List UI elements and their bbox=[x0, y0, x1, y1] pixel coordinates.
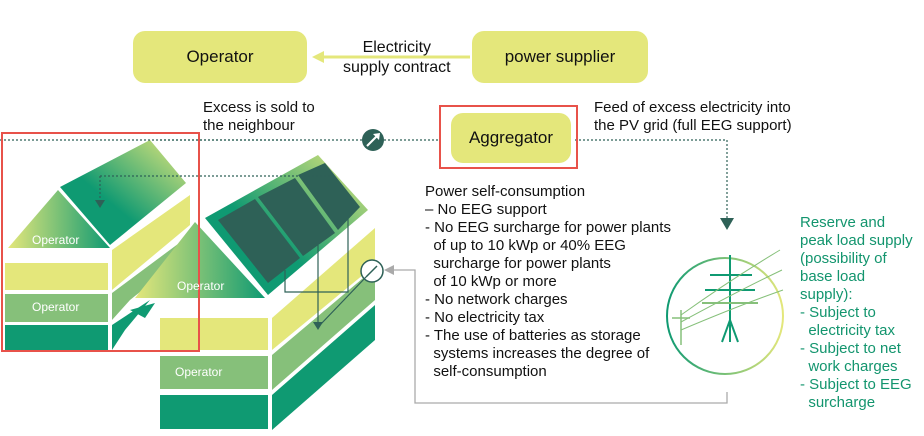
arrow-down-grid bbox=[720, 218, 734, 230]
left-building bbox=[5, 140, 190, 352]
grid-supply-line: Reserve and bbox=[800, 214, 886, 231]
grid-supply-line: work charges bbox=[800, 358, 898, 375]
feed-label: Feed of excess electricity into the PV g… bbox=[594, 99, 792, 135]
grid-supply-line: supply): bbox=[800, 286, 853, 303]
right-building bbox=[135, 155, 375, 430]
self-consumption-title: Power self-consumption bbox=[425, 183, 586, 200]
aggregator-box: Aggregator bbox=[451, 113, 571, 163]
grid-supply-line: surcharge bbox=[800, 394, 876, 411]
solar-panels bbox=[218, 163, 360, 283]
self-consumption-item: - No EEG surcharge for power plants bbox=[425, 219, 671, 236]
grid-supply-line: peak load supply bbox=[800, 232, 913, 249]
operator-box: Operator bbox=[133, 31, 307, 83]
dotted-flows bbox=[0, 139, 728, 220]
feed-line-2: the PV grid (full EEG support) bbox=[594, 117, 792, 134]
contract-label: Electricity supply contract bbox=[343, 38, 451, 78]
power-pylon-circle bbox=[666, 249, 784, 375]
self-consumption-item: – No EEG support bbox=[425, 201, 547, 218]
grid-supply-line: electricity tax bbox=[800, 322, 896, 339]
self-consumption-item: systems increases the degree of bbox=[425, 345, 650, 362]
self-consumption-list: – No EEG support - No EEG surcharge for … bbox=[425, 201, 671, 381]
self-consumption-item: - No network charges bbox=[425, 291, 568, 308]
meter-icon-top bbox=[362, 129, 384, 151]
right-floor-operator-label: Operator bbox=[175, 365, 223, 379]
self-consumption-item: - The use of batteries as storage bbox=[425, 327, 641, 344]
grid-supply-line: - Subject to EEG bbox=[800, 376, 912, 393]
feed-line-1: Feed of excess electricity into bbox=[594, 99, 791, 116]
grid-return-line bbox=[390, 269, 728, 404]
left-building-highlight bbox=[1, 132, 200, 352]
grid-supply-line: - Subject to net bbox=[800, 340, 901, 357]
left-floor-operator-label: Operator bbox=[32, 300, 80, 314]
panel-wires bbox=[284, 219, 349, 325]
power-supplier-box: power supplier bbox=[472, 31, 648, 83]
contract-line-1: Electricity bbox=[362, 39, 432, 56]
neighbour-line-1: Excess is sold to bbox=[203, 99, 315, 116]
self-consumption-item: surcharge for power plants bbox=[425, 255, 611, 272]
self-consumption-item: self-consumption bbox=[425, 363, 547, 380]
arrow-down-roof bbox=[95, 200, 105, 208]
self-consumption-item: of up to 10 kWp or 40% EEG bbox=[425, 237, 626, 254]
self-consumption-item: of 10 kWp or more bbox=[425, 273, 557, 290]
neighbour-line-2: the neighbour bbox=[203, 117, 295, 134]
self-consumption-item: - No electricity tax bbox=[425, 309, 545, 326]
aggregator-label: Aggregator bbox=[468, 128, 554, 147]
grid-supply-line: base load bbox=[800, 268, 866, 285]
operator-label: Operator bbox=[186, 47, 254, 66]
contract-line-2: supply contract bbox=[343, 59, 451, 76]
power-supplier-label: power supplier bbox=[504, 47, 616, 66]
right-roof-operator-label: Operator bbox=[177, 279, 225, 293]
neighbour-label: Excess is sold to the neighbour bbox=[203, 99, 315, 135]
aggregator-highlight bbox=[439, 105, 578, 169]
grid-supply-line: - Subject to bbox=[800, 304, 876, 321]
meter-icon-bottom bbox=[319, 259, 384, 326]
contract-arrow bbox=[312, 51, 470, 63]
left-roof-operator-label: Operator bbox=[32, 233, 80, 247]
grid-supply-line: (possibility of bbox=[800, 250, 887, 267]
grid-supply-text: Reserve and peak load supply (possibilit… bbox=[800, 214, 913, 412]
